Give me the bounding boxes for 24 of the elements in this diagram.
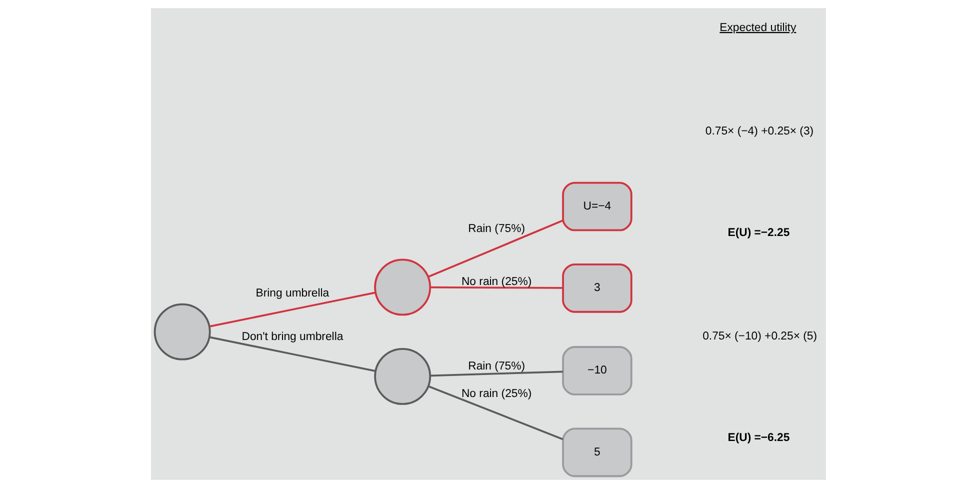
node-box: U=−4 — [562, 182, 632, 232]
edge-label: No rain (25%) — [460, 388, 532, 400]
connector — [427, 385, 563, 440]
connector — [430, 370, 562, 377]
edge-label: Rain (75%) — [468, 360, 525, 372]
node-circle — [153, 303, 210, 360]
node-box: 5 — [562, 428, 632, 478]
connector — [430, 286, 562, 289]
connector — [208, 336, 376, 372]
connector — [208, 292, 376, 328]
edge-label: No rain (25%) — [460, 276, 532, 288]
label: E(U) =−6.25 — [727, 432, 790, 444]
node-circle — [374, 258, 431, 316]
label: E(U) =−2.25 — [727, 227, 790, 240]
node-box: −10 — [562, 346, 632, 396]
label: 0.75× (−10) +0.25× (5) — [702, 330, 817, 343]
edge-label: Rain (75%) — [468, 222, 525, 235]
edge-label: Don't bring umbrella — [241, 330, 343, 343]
node-box: 3 — [562, 263, 632, 313]
label: 0.75× (−4) +0.25× (3) — [704, 125, 814, 138]
connector — [427, 220, 563, 278]
node-circle — [374, 348, 431, 405]
edge-label: Bring umbrella — [255, 287, 329, 300]
label: Expected utility — [719, 22, 796, 34]
